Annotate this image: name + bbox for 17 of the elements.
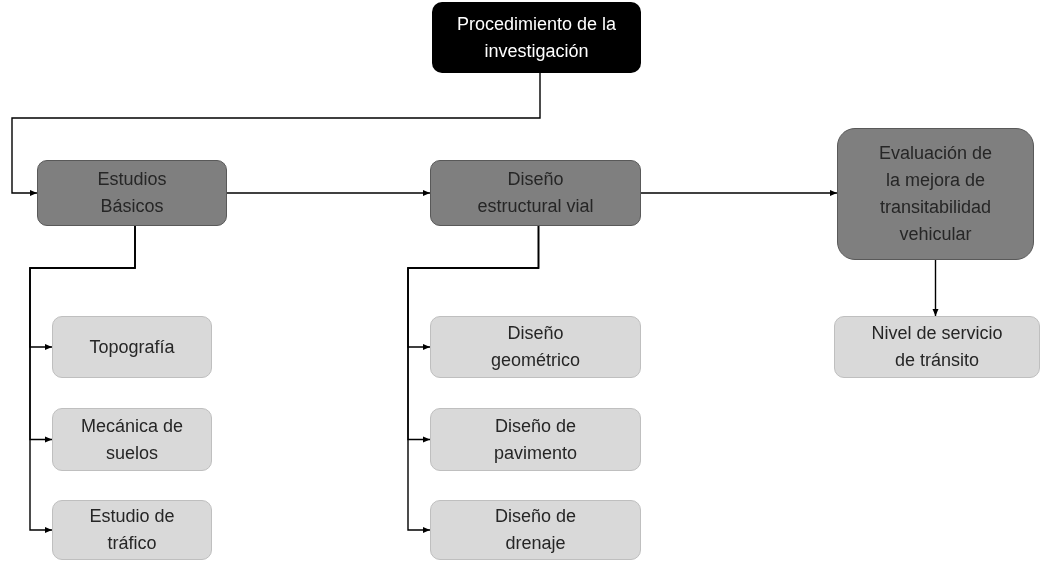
subprocess-box: Diseño de pavimento: [430, 408, 641, 471]
arrow: [226, 190, 431, 196]
subprocess-box: Diseño geométrico: [430, 316, 641, 378]
arrow: [932, 259, 939, 317]
subprocess-box: Nivel de servicio de tránsito: [834, 316, 1040, 378]
process-box: Evaluación de la mejora de transitabilidad vehicular: [837, 128, 1034, 260]
arrow: [29, 225, 136, 533]
arrow: [640, 190, 838, 196]
process-box: Diseño estructural vial: [430, 160, 641, 226]
arrow: [11, 72, 541, 196]
subprocess-box: Topografía: [52, 316, 212, 378]
arrow: [407, 225, 540, 533]
subprocess-box: Mecánica de suelos: [52, 408, 212, 471]
process-box: Estudios Básicos: [37, 160, 227, 226]
subprocess-box: Diseño de drenaje: [430, 500, 641, 560]
start-box: Procedimiento de la investigación: [432, 2, 641, 73]
subprocess-box: Estudio de tráfico: [52, 500, 212, 560]
